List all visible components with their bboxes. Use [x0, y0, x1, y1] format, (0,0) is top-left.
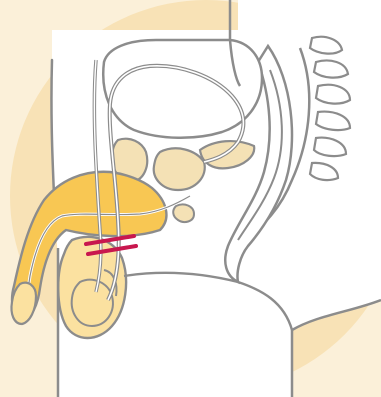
- prostate: [154, 148, 205, 190]
- bulbourethral-gland: [173, 204, 194, 222]
- testicle: [72, 280, 113, 326]
- glans: [11, 283, 36, 324]
- bladder: [103, 40, 262, 138]
